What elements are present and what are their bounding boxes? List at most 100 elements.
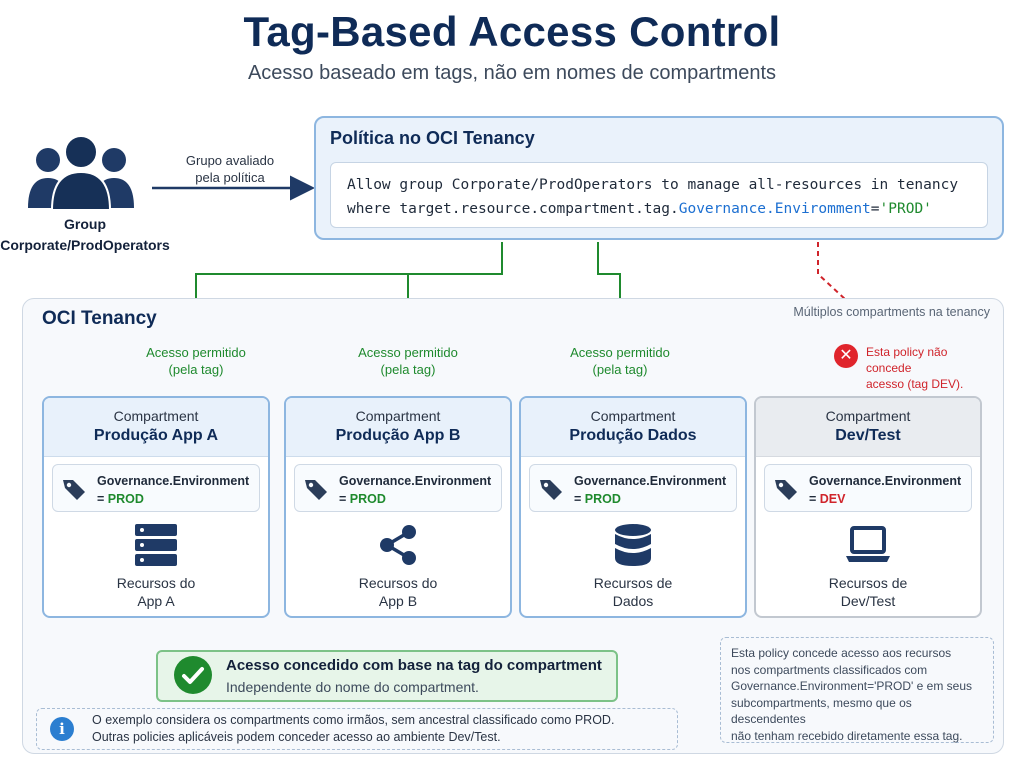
deny-label-line1: Esta policy não concede bbox=[866, 345, 948, 375]
tag-text: Governance.Environment = DEV bbox=[809, 472, 961, 508]
side-note-panel bbox=[720, 637, 994, 743]
arrow-label-line2: pela política bbox=[195, 170, 265, 185]
allowed-label-line2: (pela tag) bbox=[592, 362, 648, 377]
compartment-card-prod-dados: Compartment Produção Dados Governance.En… bbox=[519, 396, 747, 618]
card-subtitle: Compartment bbox=[825, 408, 911, 424]
card-name: Dev/Test bbox=[835, 427, 901, 444]
policy-code-line1: Allow group Corporate/ProdOperators to m… bbox=[347, 177, 959, 193]
tag-icon bbox=[775, 480, 797, 500]
allowed-label-line1: Acesso permitido bbox=[146, 345, 246, 360]
allowed-label-b: Acesso permitido (pela tag) bbox=[338, 344, 478, 378]
card-subtitle: Compartment bbox=[590, 408, 676, 424]
card-subtitle: Compartment bbox=[113, 408, 199, 424]
tag-eq: = bbox=[339, 492, 350, 506]
resource-label-line1: Recursos de bbox=[593, 575, 673, 591]
laptop-icon bbox=[846, 526, 890, 562]
tag-key: Governance.Environment bbox=[574, 474, 727, 488]
tag-icon bbox=[540, 480, 562, 500]
tag-text: Governance.Environment = PROD bbox=[574, 472, 726, 508]
policy-code-line2: where target.resource.compartment.tag.Go… bbox=[347, 197, 987, 221]
resource-label: Recursos do App B bbox=[286, 574, 510, 610]
group-arrow-label: Grupo avaliado pela política bbox=[160, 152, 300, 186]
resource-label-line2: Dados bbox=[612, 593, 654, 609]
card-header: Compartment Dev/Test bbox=[756, 398, 980, 457]
policy-statement: Allow group Corporate/ProdOperators to m… bbox=[330, 162, 988, 228]
card-name: Produção Dados bbox=[569, 427, 697, 444]
policy-tag-value: 'PROD' bbox=[879, 201, 932, 217]
group-label-line2: Corporate/ProdOperators bbox=[0, 237, 170, 253]
side-note-line1: Esta policy concede acesso aos recursos bbox=[731, 646, 952, 660]
side-note-line5: não tenham recebido diretamente essa tag… bbox=[731, 728, 963, 743]
compartment-card-dev-test: Compartment Dev/Test Governance.Environm… bbox=[754, 396, 982, 618]
page-title: Tag-Based Access Control bbox=[243, 8, 781, 55]
resource-label-line2: App A bbox=[137, 593, 175, 609]
side-note-line3: Governance.Environment='PROD' e em seus bbox=[731, 679, 973, 693]
tag-text: Governance.Environment = PROD bbox=[97, 472, 249, 508]
tenancy-title: OCI Tenancy bbox=[42, 308, 157, 329]
resource-label: Recursos de Dados bbox=[521, 574, 745, 610]
policy-code-prefix: where target.resource.compartment.tag. bbox=[347, 201, 679, 217]
card-header: Compartment Produção App B bbox=[286, 398, 510, 457]
tag-value: PROD bbox=[349, 492, 386, 506]
tag-eq: = bbox=[809, 492, 820, 506]
allowed-label-line1: Acesso permitido bbox=[358, 345, 458, 360]
compartment-card-prod-app-a: Compartment Produção App A Governance.En… bbox=[42, 396, 270, 618]
page-subtitle: Acesso baseado em tags, não em nomes de … bbox=[247, 62, 777, 84]
card-header: Compartment Produção App A bbox=[44, 398, 268, 457]
side-note-line4: subcompartments, mesmo que os descendent… bbox=[731, 695, 912, 727]
tag-box: Governance.Environment = PROD bbox=[52, 464, 260, 512]
tag-box: Governance.Environment = DEV bbox=[764, 464, 972, 512]
deny-label: Esta policy não concede acesso (tag DEV)… bbox=[866, 344, 996, 392]
info-note-panel bbox=[36, 708, 678, 750]
resource-label: Recursos do App A bbox=[44, 574, 268, 610]
group-label: Group Corporate/ProdOperators bbox=[0, 214, 170, 256]
tag-value: PROD bbox=[584, 492, 621, 506]
database-icon bbox=[615, 524, 651, 566]
tag-value: PROD bbox=[107, 492, 144, 506]
server-icon bbox=[135, 524, 177, 566]
group-label-line1: Group bbox=[64, 216, 106, 232]
access-granted-subtitle: Independente do nome do compartment. bbox=[226, 679, 479, 695]
policy-title: Política no OCI Tenancy bbox=[330, 128, 535, 148]
share-icon bbox=[380, 525, 416, 565]
tag-key: Governance.Environment bbox=[339, 474, 492, 488]
card-name: Produção App A bbox=[93, 427, 219, 444]
info-note-text: O exemplo considera os compartments como… bbox=[92, 712, 614, 746]
card-header: Compartment Produção Dados bbox=[521, 398, 745, 457]
resource-label-line2: App B bbox=[378, 593, 418, 609]
side-note-line2: nos compartments classificados com bbox=[731, 662, 928, 677]
deny-label-line2: acesso (tag DEV). bbox=[866, 377, 964, 391]
tag-key: Governance.Environment bbox=[97, 474, 250, 488]
info-line2: Outras policies aplicáveis podem concede… bbox=[92, 730, 501, 744]
allowed-label-c: Acesso permitido (pela tag) bbox=[550, 344, 690, 378]
tag-text: Governance.Environment = PROD bbox=[339, 472, 491, 508]
tag-value: DEV bbox=[819, 492, 846, 506]
allowed-label-a: Acesso permitido (pela tag) bbox=[126, 344, 266, 378]
tenancy-note: Múltiplos compartments na tenancy bbox=[793, 305, 990, 319]
policy-tag-key: Governance.Enviromment bbox=[678, 201, 871, 217]
allowed-label-line2: (pela tag) bbox=[168, 362, 224, 377]
tag-key: Governance.Environment bbox=[809, 474, 962, 488]
access-granted-title: Acesso concedido com base na tag do comp… bbox=[226, 657, 602, 674]
group-users-icon bbox=[28, 135, 134, 211]
compartment-card-prod-app-b: Compartment Produção App B Governance.En… bbox=[284, 396, 512, 618]
resource-label-line1: Recursos do bbox=[358, 575, 438, 591]
check-circle-icon bbox=[174, 656, 212, 694]
tag-box: Governance.Environment = PROD bbox=[529, 464, 737, 512]
access-granted-panel bbox=[156, 650, 618, 702]
arrow-label-line1: Grupo avaliado bbox=[185, 153, 275, 168]
policy-code-eq: = bbox=[870, 201, 880, 217]
resource-label-line1: Recursos de bbox=[828, 575, 908, 591]
tag-box: Governance.Environment = PROD bbox=[294, 464, 502, 512]
allowed-label-line1: Acesso permitido bbox=[570, 345, 670, 360]
allowed-label-line2: (pela tag) bbox=[380, 362, 436, 377]
resource-label-line1: Recursos do bbox=[116, 575, 196, 591]
tag-icon bbox=[305, 480, 327, 500]
info-icon: i bbox=[50, 717, 74, 741]
tag-eq: = bbox=[97, 492, 108, 506]
tag-eq: = bbox=[574, 492, 585, 506]
side-note-text: Esta policy concede acesso aos recursos … bbox=[731, 645, 989, 744]
card-subtitle: Compartment bbox=[355, 408, 441, 424]
x-circle-icon: ✕ bbox=[834, 344, 858, 368]
